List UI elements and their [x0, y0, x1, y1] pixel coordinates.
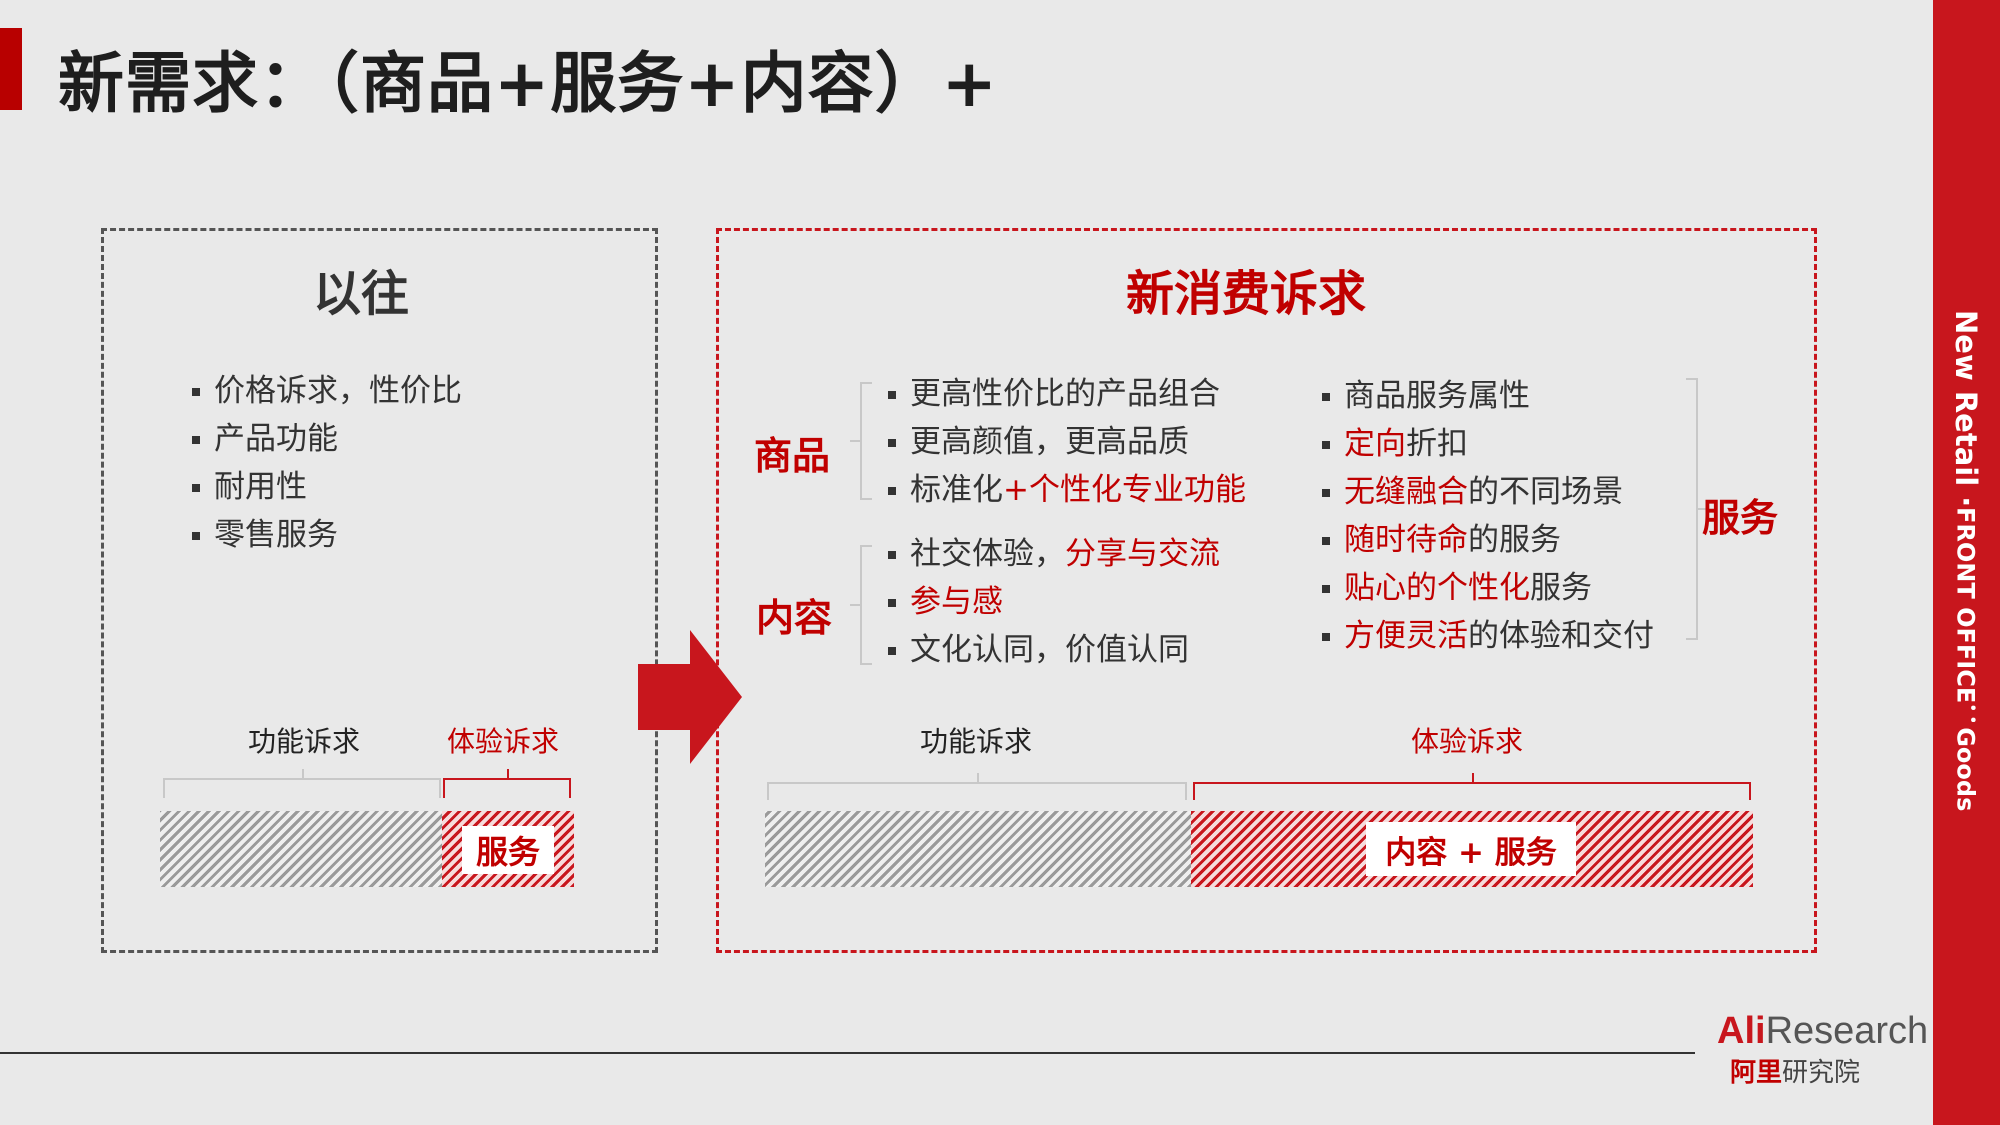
ribbon-main-text: New Retail ·: [1949, 310, 1983, 508]
new-experience-label: 体验诉求: [1411, 725, 1524, 758]
list-item: 定向折扣: [1322, 420, 1654, 468]
list-item-text: 的服务: [1468, 522, 1561, 558]
past-functional-bar: [160, 811, 442, 887]
list-item-text: 的不同场景: [1468, 474, 1623, 510]
list-item: 价格诉求，性价比: [192, 367, 462, 415]
list-item-highlight: 无缝融合: [1344, 474, 1468, 510]
side-ribbon: [1933, 0, 2000, 1125]
content-list: 社交体验，分享与交流 参与感 文化认同，价值认同: [888, 530, 1220, 674]
logo-research-text: Research: [1765, 1010, 1929, 1052]
list-item: 参与感: [888, 578, 1220, 626]
goods-list: 更高性价比的产品组合 更高颜值，更高品质 标准化+个性化专业功能: [888, 370, 1246, 514]
new-functional-brace: [767, 773, 1187, 800]
list-item-highlight: +个性化专业功能: [1003, 472, 1246, 508]
title-accent-bar: [0, 28, 22, 110]
past-title: 以往: [313, 266, 410, 322]
list-item: 耐用性: [192, 463, 462, 511]
aliresearch-logo: AliResearch: [1717, 1010, 1928, 1053]
past-experience-label: 体验诉求: [447, 725, 560, 758]
list-item: 产品功能: [192, 415, 462, 463]
list-item: 社交体验，分享与交流: [888, 530, 1220, 578]
list-item-text: 服务: [1530, 570, 1592, 606]
goods-brace: [850, 382, 872, 500]
new-bar-label: 内容 + 服务: [1366, 822, 1576, 876]
ribbon-sub-text: FRONT OFFICE：Goods: [1951, 507, 1980, 812]
list-item: 更高颜值，更高品质: [888, 418, 1246, 466]
list-item: 商品服务属性: [1322, 372, 1654, 420]
list-item: 文化认同，价值认同: [888, 626, 1220, 674]
service-label: 服务: [1702, 496, 1779, 540]
list-item-text: 社交体验，: [910, 536, 1065, 572]
list-item: 无缝融合的不同场景: [1322, 468, 1654, 516]
list-item-highlight: 方便灵活: [1344, 618, 1468, 654]
new-experience-brace: [1193, 773, 1751, 800]
logo-ali-text: Ali: [1717, 1010, 1766, 1052]
new-functional-label: 功能诉求: [920, 725, 1033, 758]
list-item-text: 标准化: [910, 472, 1003, 508]
new-box: [716, 228, 1817, 953]
past-box: [101, 228, 658, 953]
list-item-highlight: 参与感: [910, 584, 1003, 620]
footer-divider: [0, 1052, 1695, 1054]
ribbon-text: New Retail · FRONT OFFICE：Goods: [1935, 310, 1997, 830]
content-brace: [850, 545, 872, 665]
past-bar-label: 服务: [462, 826, 554, 874]
aliresearch-logo-cn: 阿里研究院: [1730, 1052, 1860, 1089]
past-experience-brace: [443, 769, 571, 798]
list-item: 随时待命的服务: [1322, 516, 1654, 564]
page-title: 新需求：（商品+服务+内容）+: [58, 45, 998, 122]
list-item-highlight: 随时待命: [1344, 522, 1468, 558]
list-item: 标准化+个性化专业功能: [888, 466, 1246, 514]
logo-cn-text: 研究院: [1782, 1058, 1861, 1088]
past-functional-label: 功能诉求: [248, 725, 361, 758]
past-list: 价格诉求，性价比 产品功能 耐用性 零售服务: [192, 367, 462, 559]
past-functional-brace: [163, 769, 441, 798]
new-title: 新消费诉求: [1126, 266, 1367, 322]
list-item: 更高性价比的产品组合: [888, 370, 1246, 418]
list-item: 贴心的个性化服务: [1322, 564, 1654, 612]
logo-cn-red-text: 阿里: [1730, 1058, 1783, 1088]
new-functional-bar: [765, 811, 1191, 887]
service-brace: [1686, 378, 1708, 640]
list-item-highlight: 贴心的个性化: [1344, 570, 1530, 606]
list-item-text: 的体验和交付: [1468, 618, 1654, 654]
goods-label: 商品: [754, 434, 831, 478]
list-item: 方便灵活的体验和交付: [1322, 612, 1654, 660]
list-item-highlight: 分享与交流: [1065, 536, 1220, 572]
list-item: 零售服务: [192, 511, 462, 559]
service-list: 商品服务属性 定向折扣 无缝融合的不同场景 随时待命的服务 贴心的个性化服务 方…: [1322, 372, 1654, 660]
list-item-highlight: 定向: [1344, 426, 1406, 462]
content-label: 内容: [756, 596, 833, 640]
list-item-text: 折扣: [1406, 426, 1468, 462]
